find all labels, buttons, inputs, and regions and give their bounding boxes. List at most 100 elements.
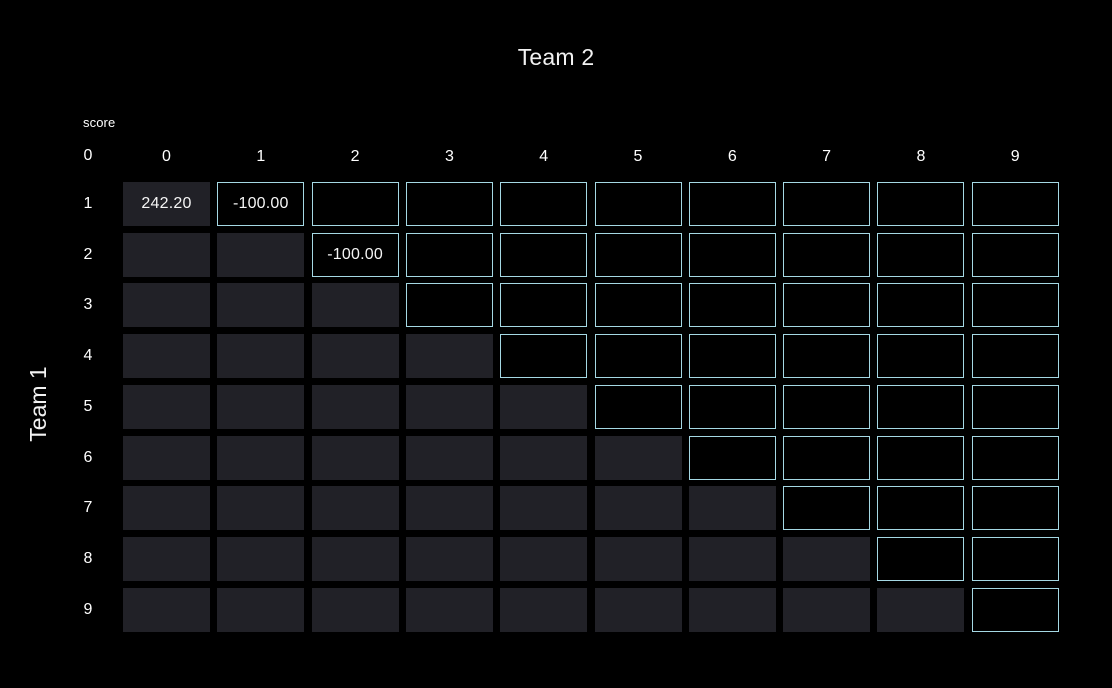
score-cell-3-6[interactable] — [688, 283, 776, 328]
score-cell-3-1 — [217, 283, 305, 328]
score-cell-6-6[interactable] — [688, 435, 776, 480]
row-header-7: 7 — [83, 499, 93, 517]
page-title: Team 2 — [517, 44, 595, 70]
score-cell-1-5[interactable] — [594, 182, 682, 226]
score-cell-3-4[interactable] — [500, 283, 588, 328]
row-header-8: 8 — [83, 549, 93, 567]
score-cell-8-1 — [217, 536, 305, 581]
score-cell-2-7[interactable] — [783, 232, 871, 277]
score-cell-3-5[interactable] — [594, 283, 682, 328]
score-cell-5-9[interactable] — [971, 384, 1059, 429]
score-cell-5-8[interactable] — [877, 384, 965, 429]
score-cell-6-5 — [594, 435, 682, 480]
score-cell-2-2[interactable]: -100.00 — [311, 232, 399, 277]
score-cell-6-1 — [217, 435, 305, 480]
score-cell-7-2 — [311, 486, 399, 531]
score-cell-4-6[interactable] — [688, 334, 776, 379]
score-cell-5-0 — [123, 384, 210, 429]
score-cell-1-9[interactable] — [971, 182, 1059, 226]
score-cell-5-1 — [217, 384, 305, 429]
score-cell-6-9[interactable] — [971, 435, 1059, 480]
score-cell-7-3 — [405, 486, 493, 531]
score-cell-7-9[interactable] — [971, 486, 1059, 531]
score-cell-5-5[interactable] — [594, 384, 682, 429]
score-cell-3-0 — [123, 283, 210, 328]
score-cell-9-9[interactable] — [971, 587, 1059, 632]
score-cell-5-3 — [405, 384, 493, 429]
score-cell-9-6 — [688, 587, 776, 632]
score-cell-4-2 — [311, 334, 399, 379]
score-cell-4-9[interactable] — [971, 334, 1059, 379]
score-cell-1-2[interactable] — [311, 182, 399, 226]
score-cell-2-3[interactable] — [405, 232, 493, 277]
score-cell-4-5[interactable] — [594, 334, 682, 379]
score-cell-2-6[interactable] — [688, 232, 776, 277]
score-cell-1-1[interactable]: -100.00 — [217, 182, 305, 226]
score-cell-7-0 — [123, 486, 210, 531]
score-cell-9-4 — [500, 587, 588, 632]
score-cell-1-8[interactable] — [877, 182, 965, 226]
score-axis-label: score — [83, 115, 116, 130]
column-header-8: 8 — [916, 148, 926, 165]
score-cell-5-7[interactable] — [783, 384, 871, 429]
column-header-7: 7 — [822, 148, 832, 165]
score-cell-9-7 — [783, 587, 871, 632]
score-cell-3-7[interactable] — [783, 283, 871, 328]
score-cell-9-1 — [217, 587, 305, 632]
score-cell-2-0 — [123, 232, 210, 277]
score-cell-3-2 — [311, 283, 399, 328]
score-cell-1-6[interactable] — [688, 182, 776, 226]
score-cell-6-0 — [123, 435, 210, 480]
column-header-6: 6 — [727, 148, 737, 165]
score-cell-7-8[interactable] — [877, 486, 965, 531]
column-header-0: 0 — [162, 148, 171, 165]
score-cell-4-1 — [217, 334, 305, 379]
score-cell-6-2 — [311, 435, 399, 480]
score-cell-9-3 — [405, 587, 493, 632]
score-cell-8-3 — [405, 536, 493, 581]
score-cell-8-5 — [594, 536, 682, 581]
score-cell-9-8 — [877, 587, 965, 632]
score-cell-7-6 — [688, 486, 776, 531]
score-cell-4-4[interactable] — [500, 334, 588, 379]
score-cell-8-6 — [688, 536, 776, 581]
score-cell-2-9[interactable] — [971, 232, 1059, 277]
score-cell-8-8[interactable] — [877, 536, 965, 581]
score-cell-3-8[interactable] — [877, 283, 965, 328]
score-cell-1-4[interactable] — [500, 182, 588, 226]
score-cell-8-7 — [783, 536, 871, 581]
score-cell-1-3[interactable] — [405, 182, 493, 226]
score-cell-2-4[interactable] — [500, 232, 588, 277]
score-cell-2-8[interactable] — [877, 232, 965, 277]
row-header-2: 2 — [83, 245, 93, 263]
score-cell-9-0 — [123, 587, 210, 632]
score-cell-6-4 — [500, 435, 588, 480]
score-cell-8-4 — [500, 536, 588, 581]
score-cell-1-7[interactable] — [783, 182, 871, 226]
score-cell-6-8[interactable] — [877, 435, 965, 480]
score-cell-7-4 — [500, 486, 588, 531]
score-cell-5-6[interactable] — [688, 384, 776, 429]
score-cell-3-3[interactable] — [405, 283, 493, 328]
score-cell-4-0 — [123, 334, 210, 379]
row-header-0: 0 — [83, 147, 93, 164]
score-cell-7-7[interactable] — [783, 486, 871, 531]
score-cell-7-1 — [217, 486, 305, 531]
column-header-4: 4 — [539, 148, 549, 165]
score-cell-5-2 — [311, 384, 399, 429]
score-cell-6-3 — [405, 435, 493, 480]
column-header-2: 2 — [350, 148, 360, 165]
score-cell-4-7[interactable] — [783, 334, 871, 379]
score-cell-3-9[interactable] — [971, 283, 1059, 328]
score-cell-8-2 — [311, 536, 399, 581]
score-cell-7-5 — [594, 486, 682, 531]
row-header-9: 9 — [83, 600, 93, 618]
score-cell-4-8[interactable] — [877, 334, 965, 379]
score-cell-8-9[interactable] — [971, 536, 1059, 581]
score-cell-4-3 — [405, 334, 493, 379]
score-cell-6-7[interactable] — [783, 435, 871, 480]
score-cell-2-5[interactable] — [594, 232, 682, 277]
row-header-5: 5 — [83, 397, 93, 415]
column-header-5: 5 — [633, 148, 643, 165]
